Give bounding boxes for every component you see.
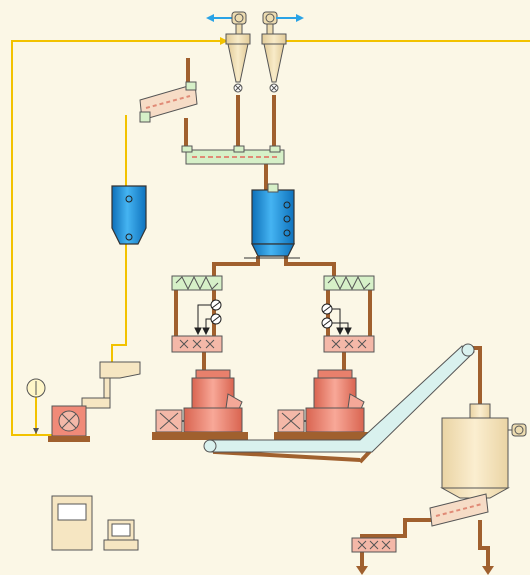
rotary-feeder-right <box>323 335 375 353</box>
metering-valves-left <box>194 299 222 336</box>
exhaust-fan-left <box>206 11 247 35</box>
collecting-hopper <box>440 403 510 499</box>
metering-valves-right <box>321 303 352 336</box>
inclined-screw-top <box>139 81 198 123</box>
pressure-gauge <box>26 378 46 434</box>
blue-silo-left <box>111 185 147 245</box>
product-lines <box>174 58 490 568</box>
cyclone-right <box>261 33 287 93</box>
air-blower <box>48 405 90 442</box>
operator-terminal <box>103 519 139 551</box>
inclined-screw-bottom <box>429 493 489 527</box>
grinding-mill-left <box>152 369 248 440</box>
outlet-arrow-right <box>482 566 494 575</box>
exhaust-fan-right <box>262 11 304 35</box>
rotary-feeder-left <box>171 335 223 353</box>
outlet-arrow-left <box>356 566 368 575</box>
bucket-elevator <box>203 343 475 453</box>
collecting-screw <box>181 145 285 165</box>
cyclone-left <box>225 33 251 93</box>
hopper-fan <box>508 423 527 437</box>
grinding-mill-right <box>274 369 370 440</box>
cooler-unit <box>81 361 141 409</box>
screw-feeder-left <box>171 275 223 291</box>
screw-feeder-right <box>323 275 375 291</box>
control-cabinet <box>51 495 93 551</box>
bottom-rotary-feeder <box>351 537 397 553</box>
air-arrow-left <box>220 37 228 45</box>
blue-silo-center <box>244 183 300 259</box>
